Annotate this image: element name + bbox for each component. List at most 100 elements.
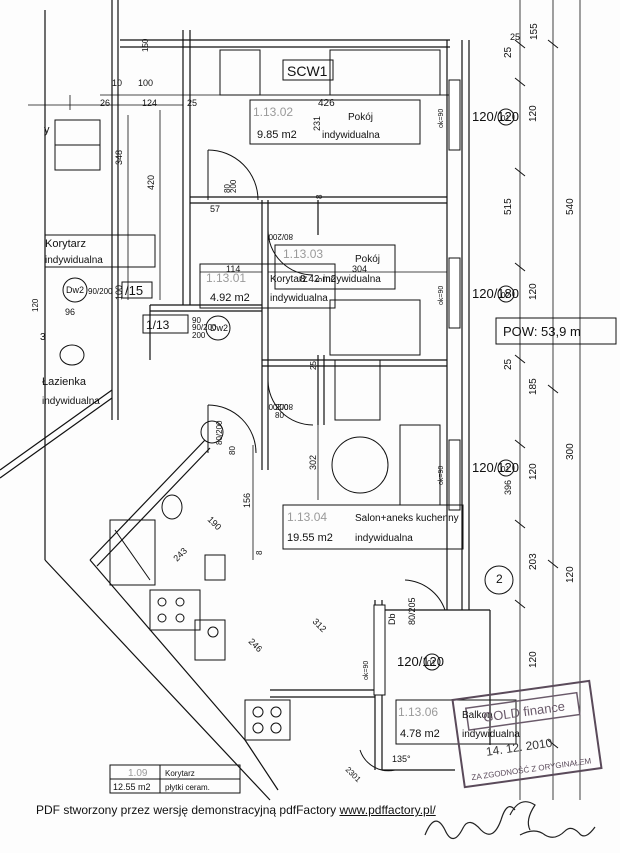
dim-label: 231 [312, 116, 322, 131]
right-dimensions: 155 25 120 515 540 120 25 185 300 396 12… [496, 23, 576, 668]
dim-label: 304 [352, 264, 367, 274]
room-labels: 1.13.02 Pokój 9.85 m2 indywidualna 1.13.… [42, 105, 520, 792]
dim-label: 396 [503, 480, 513, 495]
dim-label: 124 [142, 98, 157, 108]
dim-label: 312 [311, 616, 329, 634]
door-size-label: 80/200 [268, 402, 293, 411]
dim-label: 203 [528, 553, 539, 570]
dim-label: 25 [510, 32, 520, 42]
dim-label: 80 [223, 184, 232, 193]
room-area: 9.85 m2 [257, 129, 297, 141]
room-area: 8.42 m2 [300, 274, 337, 285]
dim-label: 10 [112, 78, 122, 88]
dim-label: 2 [496, 572, 503, 586]
dim-label: 25 [187, 98, 197, 108]
tags: SCW1 POW: 53,9 m /15 1/13 Dw2 90/200 Dw2… [66, 63, 581, 625]
room-name: Korytarz [165, 769, 195, 778]
dim-label: 185 [528, 378, 539, 395]
side-room-fragment: y [44, 124, 50, 136]
window-size: 120/120 [472, 109, 519, 124]
side-room-name: Łazienka [42, 376, 87, 388]
dim-label: 80 [275, 411, 284, 420]
room-type: płytki ceram. [165, 783, 210, 792]
room-id: 1.09 [128, 768, 148, 779]
door-size-label: 80/200 [268, 232, 293, 241]
dimension-ticks [514, 39, 559, 749]
dim-label: 420 [146, 175, 156, 190]
window-code: 01 [501, 114, 510, 123]
room-type: indywidualna [322, 130, 380, 141]
signature-scribble [424, 801, 596, 840]
stair-tag: /15 [125, 283, 143, 298]
room-id: 1.13.01 [206, 271, 246, 285]
window-sill: ok=90 [363, 661, 370, 680]
door-swings [207, 149, 446, 772]
balcony-door-tag: Db [387, 613, 397, 625]
door-size-tag: 90/200 [192, 323, 217, 332]
room-type: indywidualna [462, 729, 520, 740]
room-id: 1.13.06 [398, 705, 438, 719]
room-name: Pokój [348, 112, 373, 123]
dim-label: 100 [138, 78, 153, 88]
dim-label: 120 [528, 651, 539, 668]
dim-label: 25 [503, 358, 514, 370]
dim-label: 3 [40, 332, 46, 343]
dim-label: 243 [171, 546, 189, 564]
window-labels: 120/120 01 120/180 02 120/120 01 120/120… [363, 109, 519, 680]
side-room-type: indywidualna [42, 396, 100, 407]
dim-label: 200 [275, 403, 289, 412]
window-size: 120/120 [397, 654, 444, 669]
dim-label: 200 [192, 331, 206, 340]
door-type-tag: Dw2 [210, 323, 228, 333]
door-size-tag: 90/200 [88, 287, 113, 296]
footer-link[interactable]: www.pdffactory.pl/ [339, 803, 436, 817]
main-door-tag: 1/13 [146, 318, 170, 332]
dim-label: 120 [565, 566, 576, 583]
dim-label: 8 [315, 194, 324, 199]
dim-label: 515 [503, 198, 514, 215]
windows [373, 79, 461, 696]
room-id: 1.13.02 [253, 105, 293, 119]
room-area: 4.78 m2 [400, 728, 440, 740]
dim-label: 302 [308, 455, 318, 470]
room-area: 12.55 m2 [113, 782, 151, 792]
window-code: 01 [427, 659, 436, 668]
dim-label: 200 [229, 179, 238, 193]
dim-label: 57 [210, 204, 220, 214]
door-labels: 80/200 80/200 80/200 [215, 232, 293, 445]
approval-stamp [451, 679, 603, 789]
window-size: 120/180 [472, 286, 519, 301]
room-name: Korytarz [270, 274, 307, 285]
dim-label: 25 [309, 361, 318, 370]
room-type: indywidualna [355, 533, 413, 544]
room-area: 19.55 m2 [287, 532, 333, 544]
dim-label: 348 [114, 150, 124, 165]
dim-label: 190 [206, 514, 224, 532]
dim-label: 135° [392, 754, 411, 764]
tag-boxes [44, 59, 617, 794]
window-sill: ok=90 [438, 109, 445, 128]
dim-label: 156 [242, 493, 252, 508]
window-code: 02 [501, 291, 510, 300]
dim-label: 120 [31, 298, 40, 312]
dim-label: 26 [100, 98, 110, 108]
footer-note: PDF stworzony przez wersję demonstracyjn… [36, 803, 436, 817]
room-name: Salon+aneks kuchenny [355, 513, 459, 524]
dim-label: 114 [226, 264, 240, 274]
side-room-type: indywidualna [45, 255, 103, 266]
dim-label: 96 [65, 307, 75, 317]
dim-label: 120 [528, 463, 539, 480]
dim-label: 120 [528, 283, 539, 300]
room-name: Pokój [355, 254, 380, 265]
furniture [54, 49, 514, 741]
window-sill: ok=90 [438, 466, 445, 485]
dim-label: 90 [192, 316, 201, 325]
window-code: 01 [501, 465, 510, 474]
dim-label: 25 [503, 46, 514, 58]
door-size-label: 80/200 [215, 420, 224, 445]
dim-label: 5 [315, 277, 324, 282]
dim-label: 540 [565, 198, 576, 215]
room-id: 1.13.04 [287, 510, 327, 524]
scw-tag: SCW1 [287, 63, 328, 79]
